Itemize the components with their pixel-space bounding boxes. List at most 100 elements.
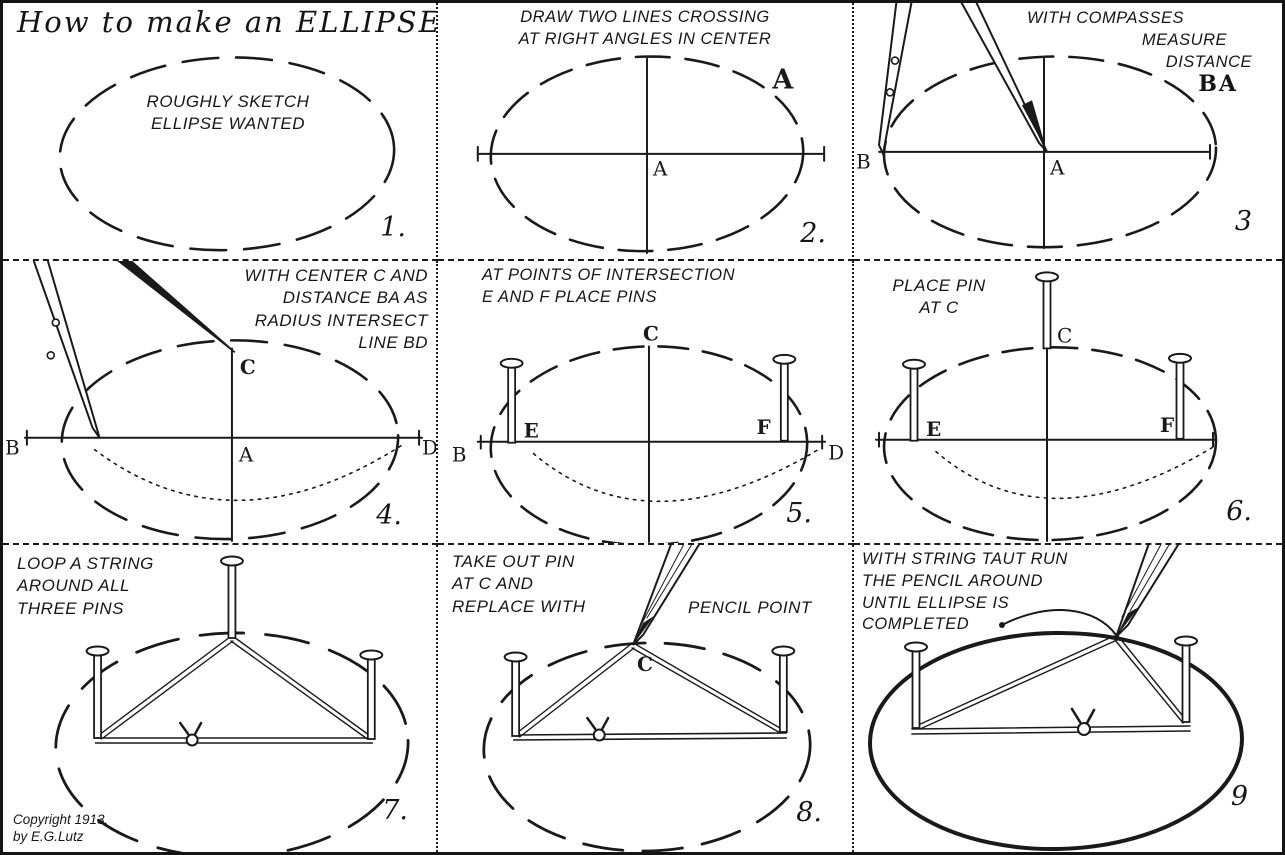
label-b: B xyxy=(452,444,467,467)
string-right xyxy=(634,643,785,731)
panel-3-drawing: B A xyxy=(856,3,1218,250)
pin-c xyxy=(1035,271,1059,350)
compass-screw xyxy=(890,56,900,65)
string-bottom xyxy=(911,725,1191,730)
compasses-icon xyxy=(877,3,1048,158)
pin-head xyxy=(904,641,928,653)
panel-6: C E F PLACE PIN AT C 6. xyxy=(854,261,1282,545)
compass-leg-left xyxy=(32,261,101,439)
panel-3-number: 3 xyxy=(1234,206,1252,237)
page-title: How to make an ELLIPSE xyxy=(17,5,438,39)
label-c: C xyxy=(643,321,659,345)
panel-7: LOOP A STRING AROUND ALL THREE PINS 7. C… xyxy=(3,545,438,852)
label-c: C xyxy=(1057,324,1072,347)
panel-2: A A DRAW TWO LINES CROSSING AT RIGHT ANG… xyxy=(438,3,854,261)
pin-top xyxy=(219,555,244,639)
panel-8-caption: TAKE OUT PIN AT C AND REPLACE WITH xyxy=(452,552,586,616)
panel-9-drawing xyxy=(868,545,1244,852)
string-right xyxy=(1114,639,1184,724)
panel-1-number: 1. xyxy=(380,212,406,243)
pin-left xyxy=(503,651,528,737)
knot xyxy=(1077,722,1091,736)
panel-6-number: 6. xyxy=(1226,496,1252,527)
label-d: D xyxy=(828,442,844,465)
panel-3-caption-line1: WITH COMPASSES xyxy=(1026,9,1184,27)
pin-head xyxy=(85,645,110,657)
pin-shaft xyxy=(1181,643,1191,723)
knot-end xyxy=(193,721,203,736)
label-a: A xyxy=(1049,157,1065,180)
panel-1-drawing xyxy=(58,56,396,252)
label-c: C xyxy=(637,652,653,676)
label-d: D xyxy=(422,437,436,460)
knot-end xyxy=(1070,707,1082,724)
panel-8-drawing: C xyxy=(482,545,812,852)
panel-9-caption: WITH STRING TAUT RUN THE PENCIL AROUND U… xyxy=(862,550,1068,634)
string-right xyxy=(233,636,372,737)
copyright-note: Copyright 1913. by E.G.Lutz xyxy=(13,811,109,845)
label-c: C xyxy=(240,355,256,379)
pin-e xyxy=(499,357,524,444)
compass-leg-right xyxy=(117,261,236,353)
label-b: B xyxy=(5,437,20,460)
pin-shaft xyxy=(227,563,237,639)
pin-right xyxy=(1174,635,1198,723)
string-bottom xyxy=(911,730,1191,735)
compass-screw xyxy=(51,318,61,327)
pin-shaft xyxy=(507,365,517,444)
pencil-icon xyxy=(632,545,700,646)
pin-shaft xyxy=(779,361,789,442)
pencil-shading xyxy=(646,545,693,619)
string-bottom xyxy=(512,737,788,741)
pencil-body xyxy=(632,545,700,646)
panel-5-number: 5. xyxy=(786,498,812,529)
panel-1: How to make an ELLIPSE ROUGHLY SKETCH EL… xyxy=(3,3,438,261)
pencil-shading xyxy=(1121,545,1162,618)
panel-5: C B E F D AT POINTS OF INTERSECTION E AN… xyxy=(438,261,854,545)
sketched-ellipse xyxy=(489,55,805,253)
label-a-center: A xyxy=(652,158,668,181)
panel-3: B A WITH COMPASSES MEASURE DISTANCE BA 3 xyxy=(854,3,1282,261)
string-right xyxy=(1117,635,1187,721)
knot xyxy=(592,728,606,742)
string-right xyxy=(631,647,782,734)
panel-9: WITH STRING TAUT RUN THE PENCIL AROUND U… xyxy=(854,545,1282,852)
pin-head xyxy=(1174,635,1198,647)
label-f: F xyxy=(756,415,770,439)
panel-2-caption: DRAW TWO LINES CROSSING AT RIGHT ANGLES … xyxy=(518,8,772,48)
sketched-ellipse xyxy=(60,339,400,541)
caption-leader-line xyxy=(999,609,1117,636)
sketched-ellipse xyxy=(58,56,396,252)
compass-leg-left xyxy=(877,3,913,158)
panel-6-drawing: C E F xyxy=(875,271,1218,543)
pencil-shading xyxy=(640,545,685,626)
label-e: E xyxy=(926,417,941,441)
pin-right xyxy=(771,645,796,733)
string-bottom xyxy=(512,732,788,736)
pin-shaft xyxy=(1175,360,1185,440)
panel-1-caption: ROUGHLY SKETCH ELLIPSE WANTED xyxy=(146,92,310,134)
sketched-ellipse xyxy=(482,641,812,852)
pin-shaft xyxy=(511,659,521,737)
string-loop xyxy=(911,635,1191,735)
pin-head xyxy=(1035,271,1059,283)
sketched-ellipse xyxy=(882,346,1218,542)
string-loop xyxy=(94,636,374,744)
panel-4-drawing: B A C D xyxy=(5,261,436,543)
string-left xyxy=(915,635,1115,727)
compasses-icon xyxy=(32,261,236,439)
panel-2-number: 2. xyxy=(800,218,826,249)
pin-right xyxy=(359,649,384,740)
string-left xyxy=(919,639,1118,730)
panel-9-number: 9 xyxy=(1230,781,1248,812)
compass-arc-dotted xyxy=(93,444,402,502)
pin-f xyxy=(772,353,797,442)
compass-arc-dotted xyxy=(532,448,819,503)
pin-left xyxy=(85,645,110,739)
pin-left xyxy=(904,641,928,729)
string-right xyxy=(230,640,369,740)
sketched-ellipse xyxy=(882,55,1218,249)
pin-head xyxy=(499,357,524,369)
string-knot xyxy=(1070,707,1096,736)
panel-8-number: 8. xyxy=(796,797,822,828)
